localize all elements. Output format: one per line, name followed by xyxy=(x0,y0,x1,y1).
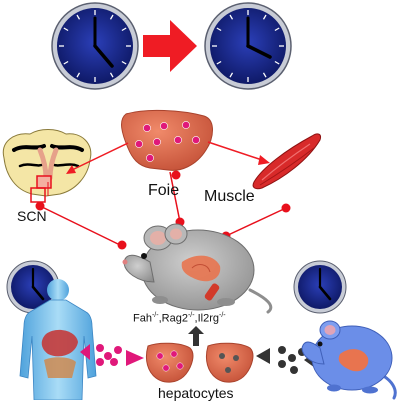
liver-icon xyxy=(121,109,213,171)
hepatocytes-label: hepatocytes xyxy=(158,385,234,401)
strain-sup-3: -/- xyxy=(219,312,226,319)
red-arrow-icon xyxy=(143,20,197,72)
strain-gene-il2rg: ,Il2rg xyxy=(194,312,220,325)
connection-lines xyxy=(39,171,287,245)
black-arrow-up xyxy=(188,326,204,346)
hepatocyte-liver-left-icon xyxy=(145,342,194,383)
small-clock-left-icon xyxy=(6,260,60,314)
muscle-icon xyxy=(252,133,321,190)
pink-arrow-left-2 xyxy=(126,350,144,366)
liver-label: Foie xyxy=(148,182,180,199)
strain-gene-rag2: ,Rag2 xyxy=(158,312,188,325)
muscle-label: Muscle xyxy=(204,188,255,205)
small-clock-right-icon xyxy=(293,260,347,314)
strain-sup-1: -/- xyxy=(151,312,159,319)
strain-gene-fah: Fah xyxy=(133,312,152,325)
mouse-strain-label: Fah-/-,Rag2-/-,Il2rg-/- xyxy=(133,312,226,325)
strain-sup-2: -/- xyxy=(187,312,195,319)
clock-left-icon xyxy=(51,2,139,90)
brain-icon xyxy=(2,129,92,203)
liver-to-muscle-arrow xyxy=(207,141,270,165)
liver-to-brain-arrow xyxy=(66,142,129,174)
human-body-icon xyxy=(19,279,97,400)
grey-mouse-icon xyxy=(122,223,273,314)
scn-label: SCN xyxy=(17,208,47,224)
clock-right-icon xyxy=(204,2,292,90)
blue-mouse-icon xyxy=(301,320,397,400)
hepatocyte-liver-right-icon xyxy=(205,342,254,383)
pink-arrow-left-1 xyxy=(80,344,90,360)
black-arrow-right-1 xyxy=(256,348,270,364)
hepatocyte-dots-left xyxy=(96,344,122,366)
